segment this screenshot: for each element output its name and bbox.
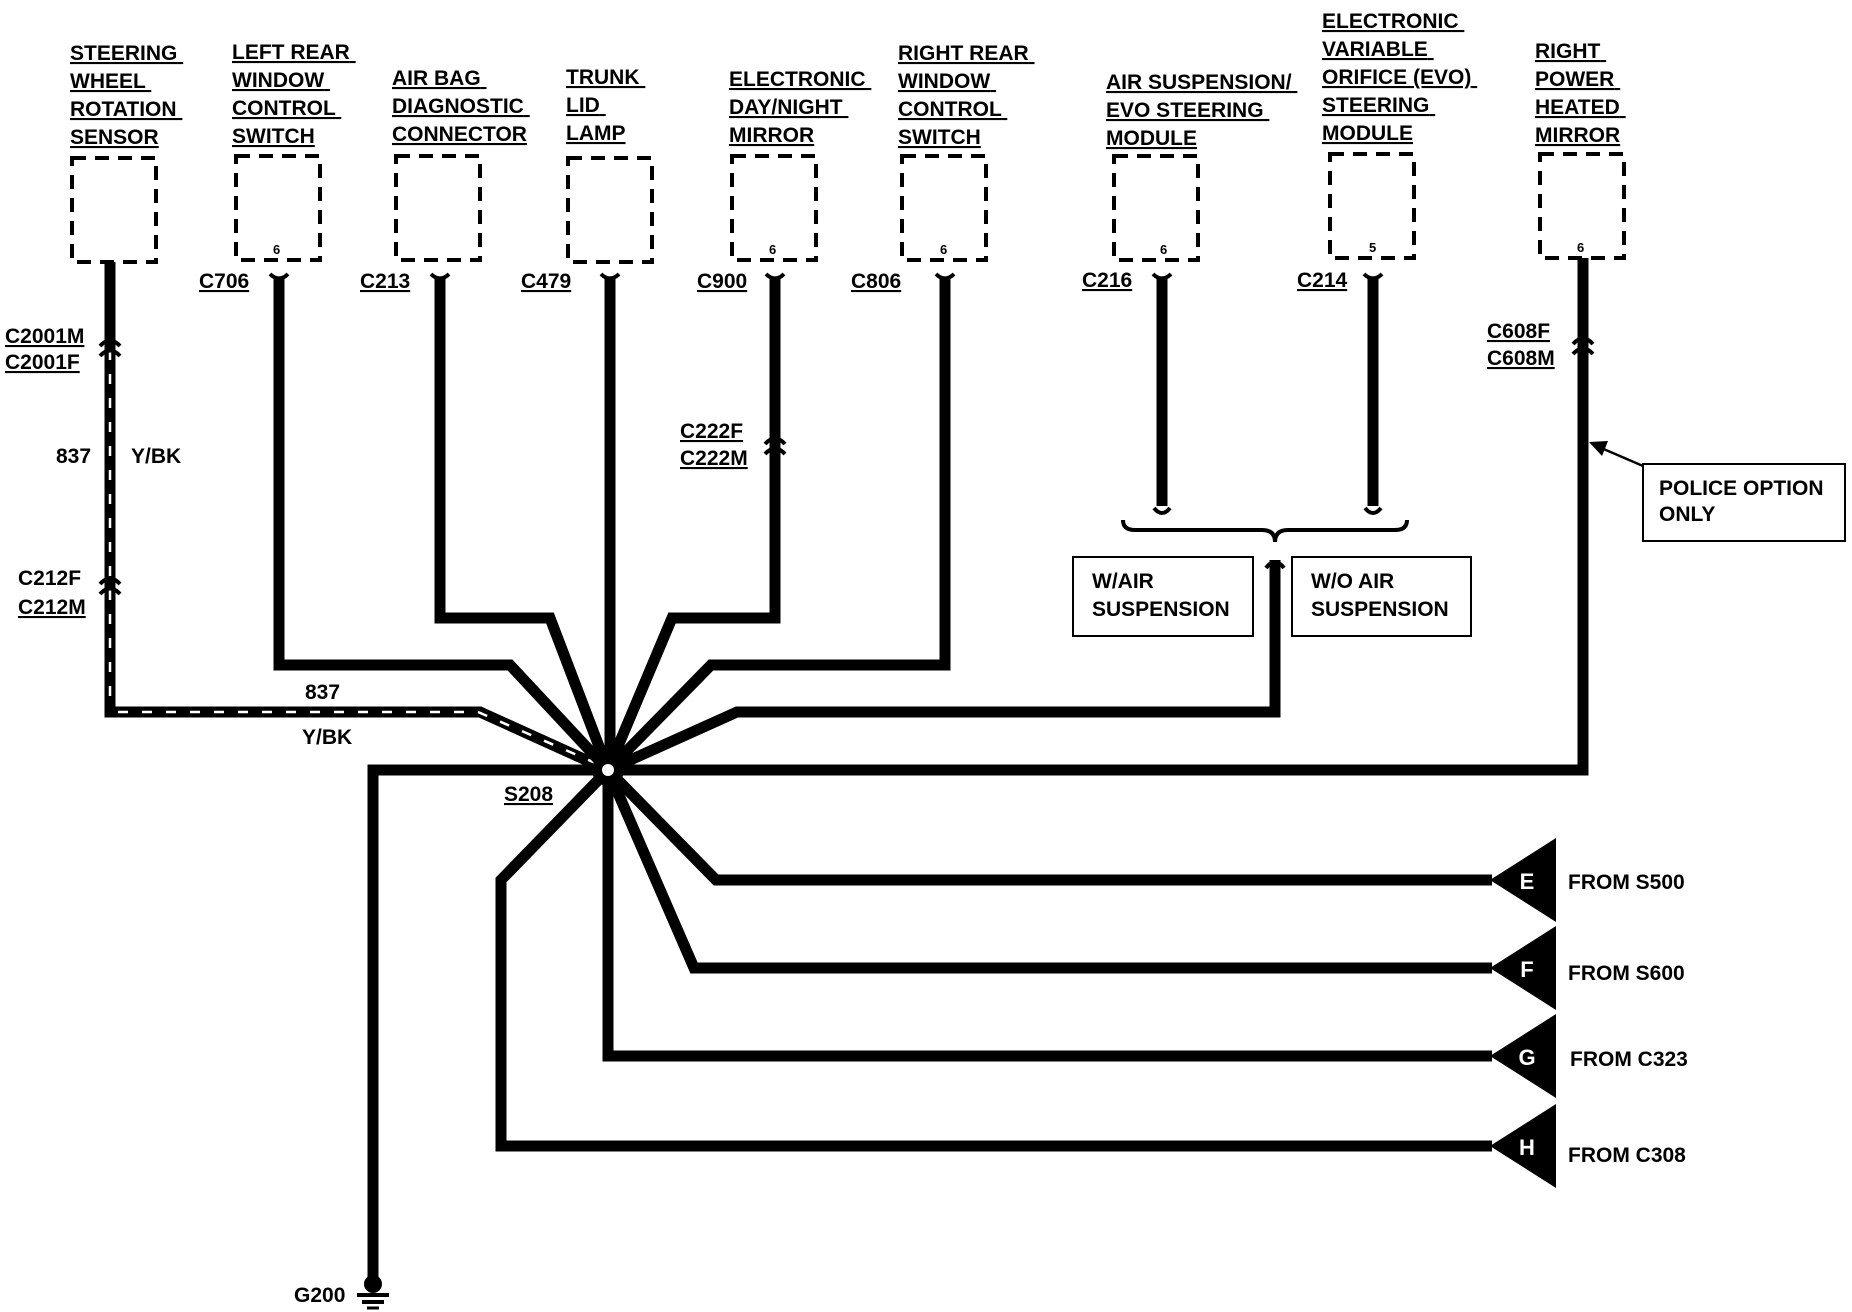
svg-text:FROM C323: FROM C323 bbox=[1570, 1048, 1688, 1071]
pin-number-heated-mirror: 6 bbox=[1577, 240, 1584, 255]
wire-837-stripe bbox=[108, 350, 601, 767]
svg-text:H: H bbox=[1519, 1135, 1535, 1160]
connector-id-c806: C806 bbox=[851, 270, 901, 293]
svg-text:C212M: C212M bbox=[18, 596, 86, 619]
component-box-air-suspension-module bbox=[1112, 154, 1200, 262]
wire-feed-f bbox=[602, 767, 1492, 974]
note-box-police-option bbox=[1642, 463, 1846, 542]
component-label-left-rear-window-switch: LEFT REAR WINDOW CONTROL SWITCH bbox=[232, 41, 356, 148]
svg-text:FROM S600: FROM S600 bbox=[1568, 962, 1685, 985]
component-label-air-bag-diagnostic-connector: AIR BAG DIAGNOSTIC CONNECTOR bbox=[392, 67, 530, 146]
feed-h: H FROM C308 bbox=[1490, 1104, 1686, 1188]
pin-number-left-rear-window: 6 bbox=[273, 242, 280, 257]
component-label-day-night-mirror: ELECTRONIC DAY/NIGHT MIRROR bbox=[729, 68, 871, 147]
inline-connector-c222: C222F C222M bbox=[680, 420, 787, 470]
wire-suspension-option bbox=[605, 560, 1281, 776]
component-label-evo-steering-module: ELECTRONIC VARIABLE ORIFICE (EVO) STEERI… bbox=[1322, 10, 1477, 145]
circuit-837-left: 837 bbox=[56, 445, 91, 468]
svg-text:FROM S500: FROM S500 bbox=[1568, 871, 1685, 894]
pin-number-evo-steering: 5 bbox=[1369, 240, 1376, 255]
svg-text:FROM C308: FROM C308 bbox=[1568, 1144, 1686, 1167]
connector-id-c214: C214 bbox=[1297, 269, 1348, 292]
component-label-trunk-lid-lamp: TRUNK LID LAMP bbox=[566, 66, 645, 145]
wire-air-bag-diagnostic bbox=[434, 278, 614, 772]
wire-left-rear-window bbox=[273, 278, 613, 774]
option-brace-hooks bbox=[1152, 506, 1383, 515]
connector-id-c216: C216 bbox=[1082, 269, 1132, 292]
wire-feed-e bbox=[604, 766, 1492, 886]
component-box-left-rear-window-switch bbox=[234, 154, 322, 262]
wire-color-ybk-left: Y/BK bbox=[131, 445, 181, 468]
svg-text:C608M: C608M bbox=[1487, 347, 1555, 370]
component-box-right-rear-window-switch bbox=[900, 154, 988, 262]
svg-text:C2001F: C2001F bbox=[5, 351, 80, 374]
wire-day-night-mirror bbox=[602, 278, 781, 773]
wire-feed-g bbox=[602, 770, 1492, 1062]
pin-number-day-night-mirror: 6 bbox=[769, 242, 776, 257]
pin-number-right-rear-window: 6 bbox=[940, 242, 947, 257]
component-label-steering-sensor: STEERING WHEEL ROTATION SENSOR bbox=[70, 42, 183, 149]
connector-id-c900: C900 bbox=[697, 270, 747, 293]
component-label-right-heated-mirror: RIGHT POWER HEATED MIRROR bbox=[1535, 40, 1626, 147]
inline-connector-c212: C212F C212M bbox=[18, 567, 122, 619]
splice-label-s208: S208 bbox=[504, 783, 553, 806]
inline-connector-c608: C608F C608M bbox=[1487, 320, 1595, 370]
feed-e: E FROM S500 bbox=[1490, 838, 1685, 922]
svg-text:G: G bbox=[1518, 1045, 1535, 1070]
component-box-steering-sensor bbox=[70, 156, 158, 264]
svg-text:F: F bbox=[1520, 957, 1533, 982]
note-police-option: POLICE OPTION ONLY bbox=[1659, 477, 1829, 526]
component-box-trunk-lid-lamp bbox=[566, 156, 654, 264]
note-with-air: W/AIR SUSPENSION bbox=[1092, 570, 1230, 621]
connector-id-c479: C479 bbox=[521, 270, 571, 293]
feed-g: G FROM C323 bbox=[1490, 1014, 1688, 1098]
wire-right-heated-mirror bbox=[608, 258, 1589, 776]
option-junction-hook bbox=[1264, 560, 1286, 570]
note-box-with-air bbox=[1072, 556, 1254, 637]
wire-color-ybk-bottom: Y/BK bbox=[302, 726, 352, 749]
connector-id-c213: C213 bbox=[360, 270, 410, 293]
wire-right-rear-window bbox=[604, 278, 951, 774]
note-box-without-air bbox=[1291, 556, 1472, 637]
connector-id-c706: C706 bbox=[199, 270, 249, 293]
ground-label-g200: G200 bbox=[294, 1284, 345, 1307]
wire-feed-h bbox=[495, 766, 1492, 1152]
component-box-day-night-mirror bbox=[730, 154, 818, 262]
svg-text:E: E bbox=[1520, 869, 1535, 894]
component-label-air-suspension-module: AIR SUSPENSION/ EVO STEERING MODULE bbox=[1106, 71, 1297, 150]
inline-connector-c2001: C2001M C2001F bbox=[5, 325, 122, 374]
option-brace bbox=[1121, 519, 1409, 543]
svg-text:C212F: C212F bbox=[18, 567, 81, 590]
note-without-air: W/O AIR SUSPENSION bbox=[1311, 570, 1449, 621]
svg-text:C222M: C222M bbox=[680, 447, 748, 470]
wire-ground-g200 bbox=[367, 764, 608, 1280]
component-box-evo-steering-module bbox=[1328, 152, 1416, 260]
component-box-air-bag-diagnostic-connector bbox=[394, 154, 482, 262]
terminal-ticks bbox=[268, 272, 1384, 281]
svg-text:C2001M: C2001M bbox=[5, 325, 84, 348]
circuit-837-bottom: 837 bbox=[305, 681, 340, 704]
feed-f: F FROM S600 bbox=[1490, 926, 1685, 1010]
splice-s208-center bbox=[602, 764, 614, 776]
svg-text:C608F: C608F bbox=[1487, 320, 1550, 343]
ground-symbol-g200 bbox=[357, 1275, 389, 1310]
police-option-arrow bbox=[1589, 441, 1608, 456]
pin-number-air-suspension: 6 bbox=[1160, 242, 1167, 257]
svg-text:C222F: C222F bbox=[680, 420, 743, 443]
component-label-right-rear-window-switch: RIGHT REAR WINDOW CONTROL SWITCH bbox=[898, 42, 1035, 149]
